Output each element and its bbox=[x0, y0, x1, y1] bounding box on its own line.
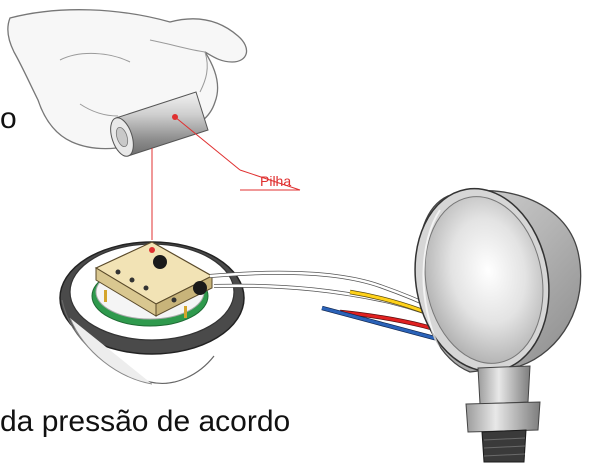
pilha-label: Pilha bbox=[260, 173, 291, 189]
bottom-text-fragment: da pressão de acordo bbox=[0, 405, 290, 438]
pilha-callout: Pilha bbox=[151, 116, 301, 240]
top-left-text-fragment: o bbox=[0, 102, 17, 135]
housing-icon bbox=[414, 187, 582, 463]
battery-icon bbox=[110, 91, 209, 157]
sensor-module-icon bbox=[59, 241, 245, 385]
